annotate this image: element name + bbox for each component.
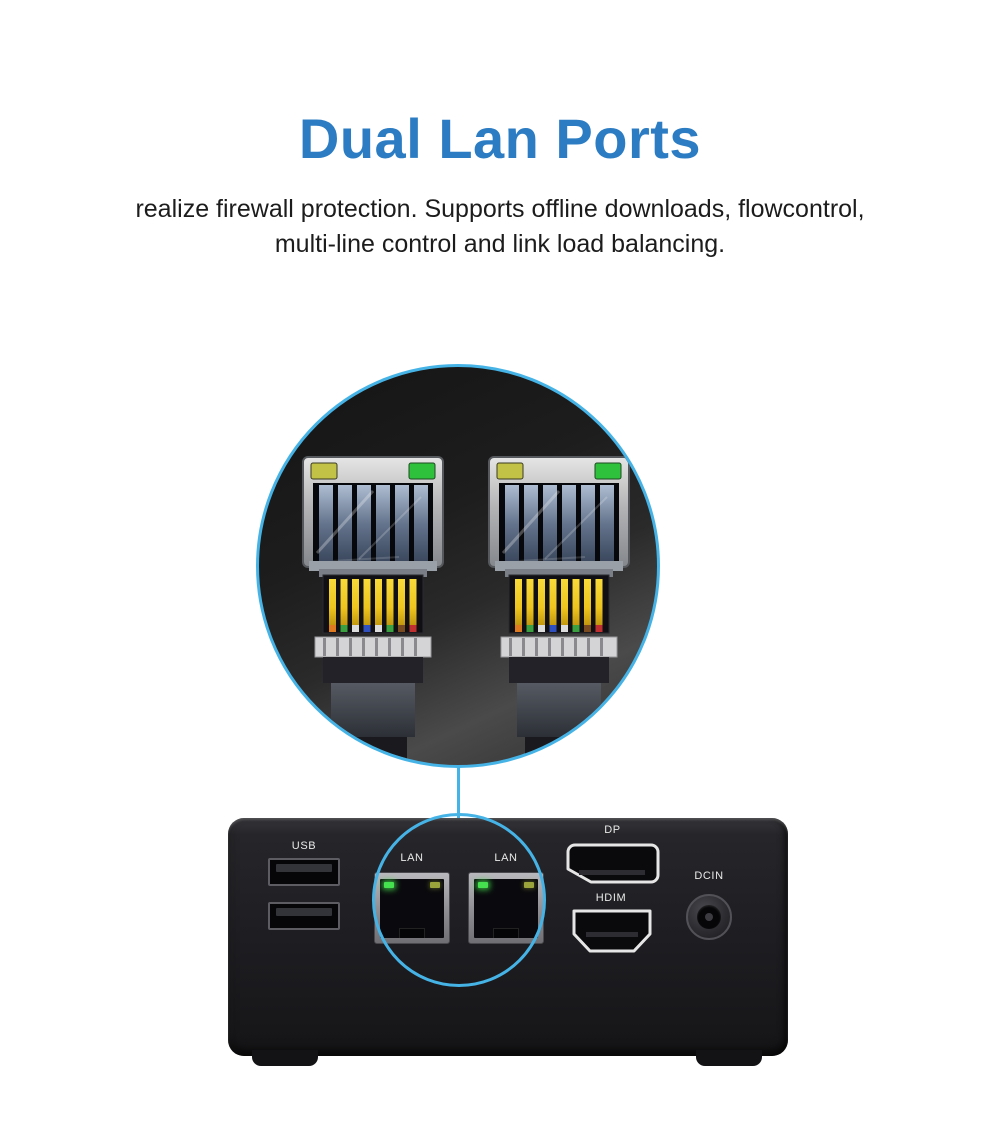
lan-zoom-circle bbox=[256, 364, 660, 768]
lan-highlight-circle bbox=[372, 813, 546, 987]
displayport-port bbox=[566, 843, 660, 884]
dc-in-jack bbox=[686, 894, 732, 940]
hdmi-label: HDIM bbox=[595, 892, 627, 904]
usb-port-1 bbox=[268, 858, 340, 886]
subtitle-line-2: multi-line control and link load balanci… bbox=[274, 230, 726, 258]
callout-line bbox=[457, 766, 460, 818]
page-title: Dual Lan Ports bbox=[298, 107, 702, 170]
dcin-label: DCIN bbox=[694, 870, 724, 882]
subtitle-line-1: realize firewall protection. Supports of… bbox=[135, 195, 865, 223]
rj45-ports-illustration bbox=[301, 455, 631, 765]
dc-jack-hole bbox=[697, 905, 721, 929]
usb-tongue bbox=[276, 864, 332, 872]
hdmi-port bbox=[572, 909, 652, 953]
subtitle: realize firewall protection. Supports of… bbox=[0, 192, 1000, 262]
device-foot-right bbox=[696, 1050, 762, 1066]
usb-tongue bbox=[276, 908, 332, 916]
dc-jack-pin bbox=[705, 913, 713, 921]
usb-port-2 bbox=[268, 902, 340, 930]
dp-label: DP bbox=[604, 824, 621, 836]
usb-label: USB bbox=[291, 840, 317, 852]
device-foot-left bbox=[252, 1050, 318, 1066]
